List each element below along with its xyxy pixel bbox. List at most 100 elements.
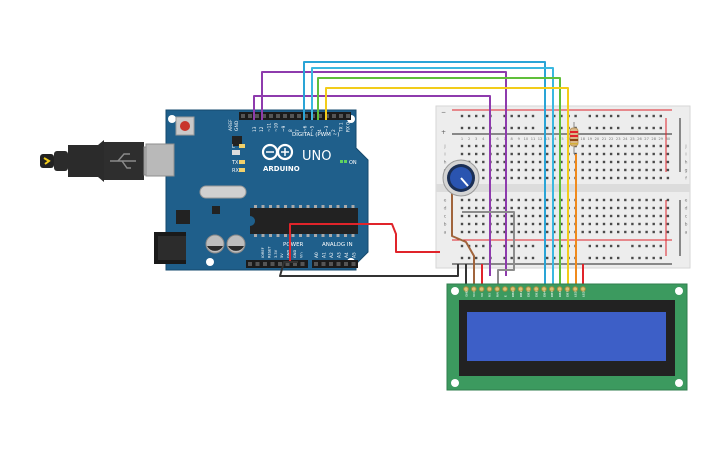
breadboard-hole[interactable] (645, 230, 648, 234)
breadboard-hole[interactable] (624, 214, 627, 218)
breadboard-hole[interactable] (553, 114, 556, 118)
breadboard-hole[interactable] (659, 198, 662, 202)
breadboard-hole[interactable] (460, 144, 464, 148)
lcd-pin[interactable] (502, 286, 508, 292)
breadboard-hole[interactable] (531, 256, 535, 260)
breadboard-hole[interactable] (617, 230, 620, 234)
breadboard-hole[interactable] (531, 206, 535, 210)
breadboard-hole[interactable] (496, 152, 499, 156)
lcd-pin[interactable] (533, 286, 540, 292)
breadboard-hole[interactable] (517, 244, 520, 248)
power-pin-hole[interactable] (270, 262, 275, 266)
breadboard-hole[interactable] (617, 214, 620, 218)
breadboard-hole[interactable] (581, 176, 584, 180)
breadboard-hole[interactable] (531, 160, 535, 164)
lcd-pin[interactable] (564, 286, 571, 292)
breadboard-hole[interactable] (595, 244, 599, 248)
breadboard-hole[interactable] (510, 144, 513, 148)
breadboard-hole[interactable] (581, 152, 584, 156)
breadboard-hole[interactable] (496, 198, 499, 202)
breadboard-hole[interactable] (624, 144, 627, 148)
breadboard-hole[interactable] (510, 230, 513, 234)
breadboard-hole[interactable] (581, 168, 584, 172)
breadboard-hole[interactable] (517, 198, 520, 202)
breadboard-hole[interactable] (510, 126, 513, 130)
breadboard-hole[interactable] (510, 168, 513, 172)
breadboard-hole[interactable] (524, 168, 528, 172)
breadboard-hole[interactable] (631, 144, 634, 148)
breadboard-hole[interactable] (524, 144, 528, 148)
breadboard-hole[interactable] (475, 160, 478, 164)
breadboard-hole[interactable] (638, 206, 641, 210)
breadboard-hole[interactable] (659, 144, 662, 148)
breadboard-hole[interactable] (560, 152, 563, 156)
breadboard-hole[interactable] (638, 256, 641, 260)
breadboard-hole[interactable] (482, 126, 485, 130)
breadboard-hole[interactable] (553, 176, 556, 180)
breadboard-hole[interactable] (638, 144, 641, 148)
breadboard-hole[interactable] (482, 168, 485, 172)
lcd-pin[interactable] (486, 286, 493, 292)
breadboard-hole[interactable] (595, 230, 599, 234)
analog-pin-hole[interactable] (321, 262, 326, 266)
breadboard-hole[interactable] (482, 230, 485, 234)
breadboard-hole[interactable] (524, 176, 528, 180)
breadboard-hole[interactable] (517, 176, 520, 180)
breadboard-hole[interactable] (595, 256, 599, 260)
breadboard-hole[interactable] (617, 244, 620, 248)
breadboard-hole[interactable] (503, 114, 506, 118)
breadboard-hole[interactable] (638, 244, 641, 248)
breadboard-hole[interactable] (467, 126, 471, 130)
breadboard-hole[interactable] (631, 214, 634, 218)
breadboard-hole[interactable] (652, 222, 655, 226)
breadboard-hole[interactable] (553, 214, 556, 218)
breadboard-hole[interactable] (482, 152, 485, 156)
breadboard-hole[interactable] (602, 206, 606, 210)
breadboard-hole[interactable] (666, 206, 670, 210)
breadboard-hole[interactable] (631, 114, 634, 118)
breadboard-hole[interactable] (624, 198, 627, 202)
breadboard-hole[interactable] (624, 176, 627, 180)
breadboard-hole[interactable] (553, 168, 556, 172)
breadboard-hole[interactable] (645, 114, 648, 118)
breadboard-hole[interactable] (617, 206, 620, 210)
breadboard-hole[interactable] (546, 206, 549, 210)
breadboard-hole[interactable] (588, 206, 591, 210)
breadboard-hole[interactable] (546, 198, 549, 202)
breadboard-hole[interactable] (652, 198, 655, 202)
header-pin-hole[interactable] (276, 114, 280, 118)
breadboard-hole[interactable] (467, 214, 471, 218)
breadboard-hole[interactable] (666, 144, 670, 148)
header-pin-hole[interactable] (297, 114, 301, 118)
header-pin-hole[interactable] (269, 114, 273, 118)
breadboard-hole[interactable] (475, 206, 478, 210)
breadboard-hole[interactable] (524, 152, 528, 156)
breadboard-hole[interactable] (602, 126, 606, 130)
breadboard-hole[interactable] (475, 198, 478, 202)
breadboard-hole[interactable] (553, 230, 556, 234)
breadboard-hole[interactable] (595, 144, 599, 148)
breadboard-hole[interactable] (510, 222, 513, 226)
breadboard-hole[interactable] (510, 214, 513, 218)
header-pin-hole[interactable] (241, 114, 245, 118)
breadboard-hole[interactable] (645, 206, 648, 210)
breadboard-hole[interactable] (609, 244, 613, 248)
breadboard-hole[interactable] (517, 114, 520, 118)
breadboard-hole[interactable] (609, 114, 613, 118)
breadboard-hole[interactable] (659, 206, 662, 210)
lcd-pin[interactable] (525, 286, 532, 292)
breadboard-hole[interactable] (467, 230, 471, 234)
breadboard-hole[interactable] (659, 230, 662, 234)
breadboard-hole[interactable] (617, 144, 620, 148)
breadboard-hole[interactable] (581, 230, 584, 234)
breadboard-hole[interactable] (510, 114, 513, 118)
breadboard-hole[interactable] (538, 176, 542, 180)
breadboard-hole[interactable] (588, 256, 591, 260)
breadboard-hole[interactable] (553, 206, 556, 210)
breadboard-hole[interactable] (638, 176, 641, 180)
breadboard-hole[interactable] (588, 114, 591, 118)
breadboard-hole[interactable] (652, 114, 655, 118)
breadboard-hole[interactable] (609, 152, 613, 156)
breadboard-hole[interactable] (652, 206, 655, 210)
lcd-pin[interactable] (541, 286, 547, 292)
